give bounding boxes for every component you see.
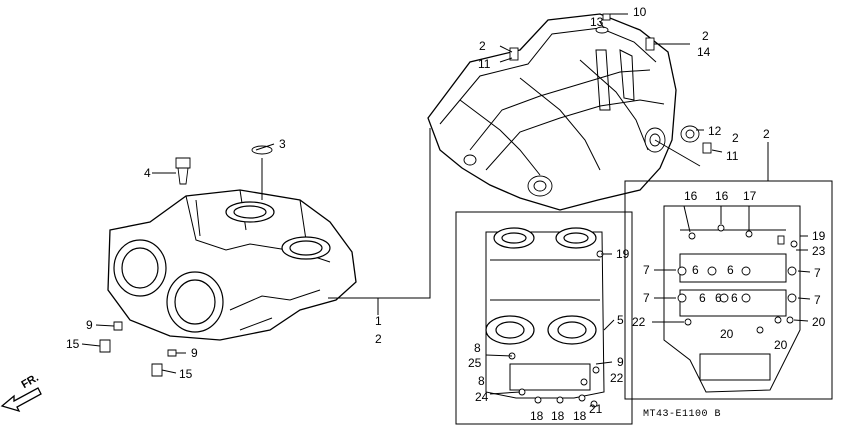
leader-lines <box>81 13 811 395</box>
callout-c23: 23 <box>812 244 826 258</box>
callout-c6c: 6 <box>699 291 706 305</box>
callout-c7b: 7 <box>814 266 821 280</box>
callout-c22a: 22 <box>632 315 646 329</box>
arrow-left-icon <box>0 387 42 413</box>
callout-c5: 5 <box>617 313 624 327</box>
callout-c2c: 2 <box>732 131 739 145</box>
callout-c7a: 7 <box>643 263 650 277</box>
callout-c6a: 6 <box>692 263 699 277</box>
callout-c6e: 6 <box>731 291 738 305</box>
callout-c20b: 20 <box>812 315 826 329</box>
callout-c22b: 22 <box>610 371 624 385</box>
callout-c9b: 9 <box>191 346 198 360</box>
callout-c21: 21 <box>589 402 603 416</box>
callout-c19b: 19 <box>616 247 630 261</box>
upper-crankcase <box>427 13 712 211</box>
callout-c2e: 2 <box>375 332 382 346</box>
callout-c1: 1 <box>375 314 382 328</box>
front-direction-arrow: FR. <box>0 372 42 413</box>
lower-crankcase-inset-right <box>624 180 833 400</box>
diagram-code: MT43-E1100 B <box>643 409 721 420</box>
callout-c7c: 7 <box>643 291 650 305</box>
callout-c12: 12 <box>708 124 722 138</box>
callout-c14: 14 <box>697 45 711 59</box>
callout-c2b: 2 <box>702 29 709 43</box>
callout-c2d: 2 <box>763 127 770 141</box>
callout-c16b: 16 <box>715 189 729 203</box>
callout-c19a: 19 <box>812 229 826 243</box>
callout-c16a: 16 <box>684 189 698 203</box>
callout-c20a: 20 <box>720 327 734 341</box>
callout-c11a: 11 <box>478 57 491 71</box>
callout-c9c: 9 <box>617 355 624 369</box>
callout-c10: 10 <box>633 5 647 19</box>
callout-c15b: 15 <box>179 367 193 381</box>
callout-c2a: 2 <box>479 39 486 53</box>
callout-c6b: 6 <box>727 263 734 277</box>
callout-c20c: 20 <box>774 338 788 352</box>
callout-c3: 3 <box>279 137 286 151</box>
cylinder-block <box>99 145 357 377</box>
callout-c15a: 15 <box>66 337 80 351</box>
lower-crankcase-inset-left <box>455 211 633 425</box>
callout-c4: 4 <box>144 166 151 180</box>
callout-c6d: 6 <box>715 291 722 305</box>
callout-c9a: 9 <box>86 318 93 332</box>
callout-c13: 13 <box>590 15 604 29</box>
callout-c8a: 8 <box>474 341 481 355</box>
callout-c11b: 11 <box>726 149 739 163</box>
callout-c8b: 8 <box>478 374 485 388</box>
callout-c18b: 18 <box>551 409 565 423</box>
callout-c25: 25 <box>468 356 482 370</box>
callout-c18c: 18 <box>573 409 587 423</box>
callout-c18a: 18 <box>530 409 544 423</box>
callout-c24: 24 <box>475 390 489 404</box>
callout-c7d: 7 <box>814 293 821 307</box>
callout-c17: 17 <box>743 189 757 203</box>
